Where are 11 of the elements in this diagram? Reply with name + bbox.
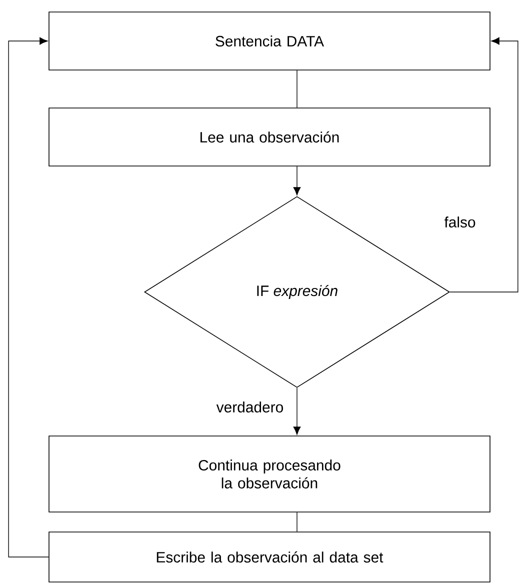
edge-label: verdadero [215, 400, 285, 414]
process-box: Sentencia DATA [48, 12, 490, 70]
process-box: Escribe la observación al data set [48, 532, 490, 582]
arrow [293, 388, 301, 435]
arrow [450, 37, 518, 292]
connector-line [296, 512, 298, 532]
arrow [8, 37, 49, 558]
process-box: Continua procesando la observación [48, 436, 490, 512]
arrow [293, 166, 301, 196]
process-box: Lee una observación [48, 108, 490, 166]
connector-line [296, 70, 298, 108]
